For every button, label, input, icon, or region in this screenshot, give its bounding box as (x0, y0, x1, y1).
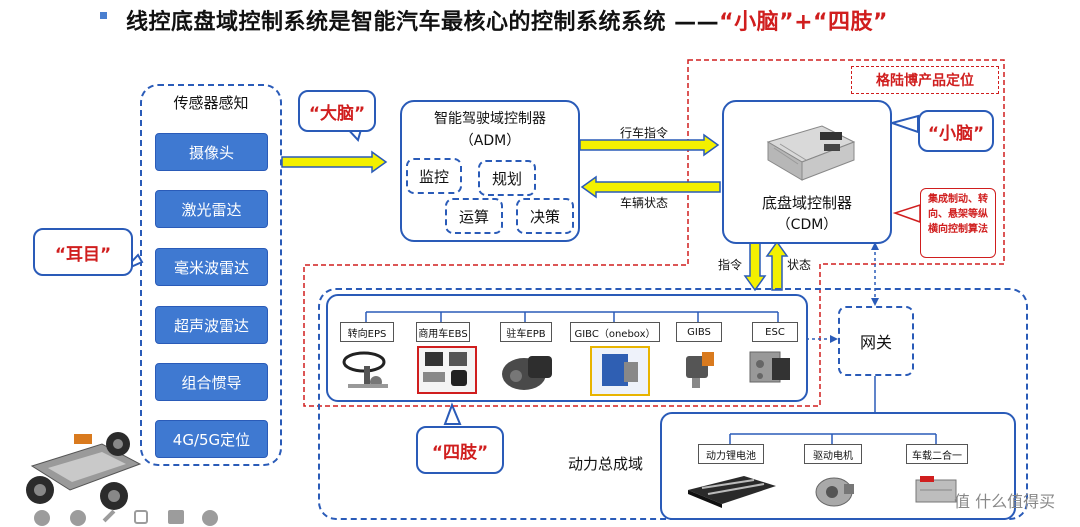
gibc-image-frame (590, 346, 650, 396)
sensor-ultrasonic-radar: 超声波雷达 (155, 306, 268, 344)
label-drive-cmd: 行车指令 (620, 126, 669, 140)
battery-pack-image (688, 476, 776, 508)
gateway-box: 网关 (838, 306, 914, 376)
pen-icon[interactable] (102, 509, 116, 523)
ebs-image-frame (417, 346, 477, 394)
subtitle-icon[interactable] (168, 510, 184, 524)
sensor-camera: 摄像头 (155, 133, 268, 171)
callout-small-brain: “小脑” (918, 110, 994, 152)
epb-caliper-image (502, 356, 552, 390)
actuator-label-ebs: 商用车EBS (416, 322, 470, 342)
slide-toolbar (30, 508, 260, 527)
gibs-image (686, 352, 714, 388)
label-command: 指令 (718, 258, 743, 272)
cdm-subtitle: （CDM） (776, 217, 838, 233)
label-vehicle-state: 车辆状态 (620, 196, 669, 210)
callout-limbs: “四肢” (416, 426, 504, 474)
watermark-text: 值 什么值得买 (954, 492, 1056, 511)
sensor-positioning: 4G/5G定位 (155, 420, 268, 458)
actuator-label-gibs: GIBS (676, 322, 722, 342)
actuator-label-esc: ESC (752, 322, 798, 342)
drive-motor-image (815, 477, 854, 507)
cdm-unit-image (766, 125, 856, 181)
title-main: 线控底盘域控制系统是智能汽车最核心的控制系统系统 —— (126, 10, 720, 35)
zoom-icon[interactable] (134, 510, 148, 524)
chassis-illustration (26, 432, 142, 510)
page-title: 线控底盘域控制系统是智能汽车最核心的控制系统系统 ——“小脑”+“四肢” (126, 4, 888, 36)
adm-subtitle: （ADM） (459, 133, 521, 149)
callout-big-brain: “大脑” (298, 90, 376, 132)
adm-func-monitor: 监控 (406, 158, 462, 194)
watermark: 值 什么值得买 (954, 488, 1055, 512)
more-icon[interactable] (202, 510, 218, 526)
callout-ears-eyes: “耳目” (33, 228, 133, 276)
title-bullet (100, 12, 107, 19)
powertrain-label: 动力总成域 (568, 455, 644, 473)
sensor-panel (140, 84, 282, 466)
sensor-header: 传感器感知 (173, 94, 249, 112)
product-label: 格陆博产品定位 (876, 73, 974, 89)
label-state: 状态 (787, 258, 812, 272)
adm-func-decide: 决策 (516, 198, 574, 234)
powertrain-label-battery: 动力锂电池 (698, 444, 764, 464)
actuator-label-gibc: GIBC（onebox） (570, 322, 660, 342)
esc-image (749, 351, 790, 383)
gateway-label: 网关 (859, 333, 892, 352)
adm-func-plan: 规划 (478, 160, 536, 196)
prev-slide-icon[interactable] (34, 510, 50, 526)
sensor-ins: 组合惯导 (155, 363, 268, 401)
sensor-mmwave-radar: 毫米波雷达 (155, 248, 268, 286)
eps-steering-image (342, 351, 388, 388)
cdm-title: 底盘域控制器 (761, 194, 852, 212)
adm-func-compute: 运算 (445, 198, 503, 234)
actuator-label-eps: 转向EPS (340, 322, 394, 342)
obc-image (915, 476, 957, 503)
powertrain-label-motor: 驱动电机 (804, 444, 862, 464)
product-label-box: 格陆博产品定位 (851, 66, 999, 94)
title-highlight: “小脑”+“四肢” (719, 10, 888, 35)
next-slide-icon[interactable] (70, 510, 86, 526)
powertrain-label-obc: 车载二合一 (906, 444, 968, 464)
cdm-note-box (920, 188, 996, 258)
cdm-note: 集成制动、转向、悬架等纵横向控制算法 (928, 194, 988, 235)
sensor-lidar: 激光雷达 (155, 190, 268, 228)
adm-title: 智能驾驶域控制器 (434, 111, 546, 127)
actuator-label-epb: 驻车EPB (500, 322, 552, 342)
